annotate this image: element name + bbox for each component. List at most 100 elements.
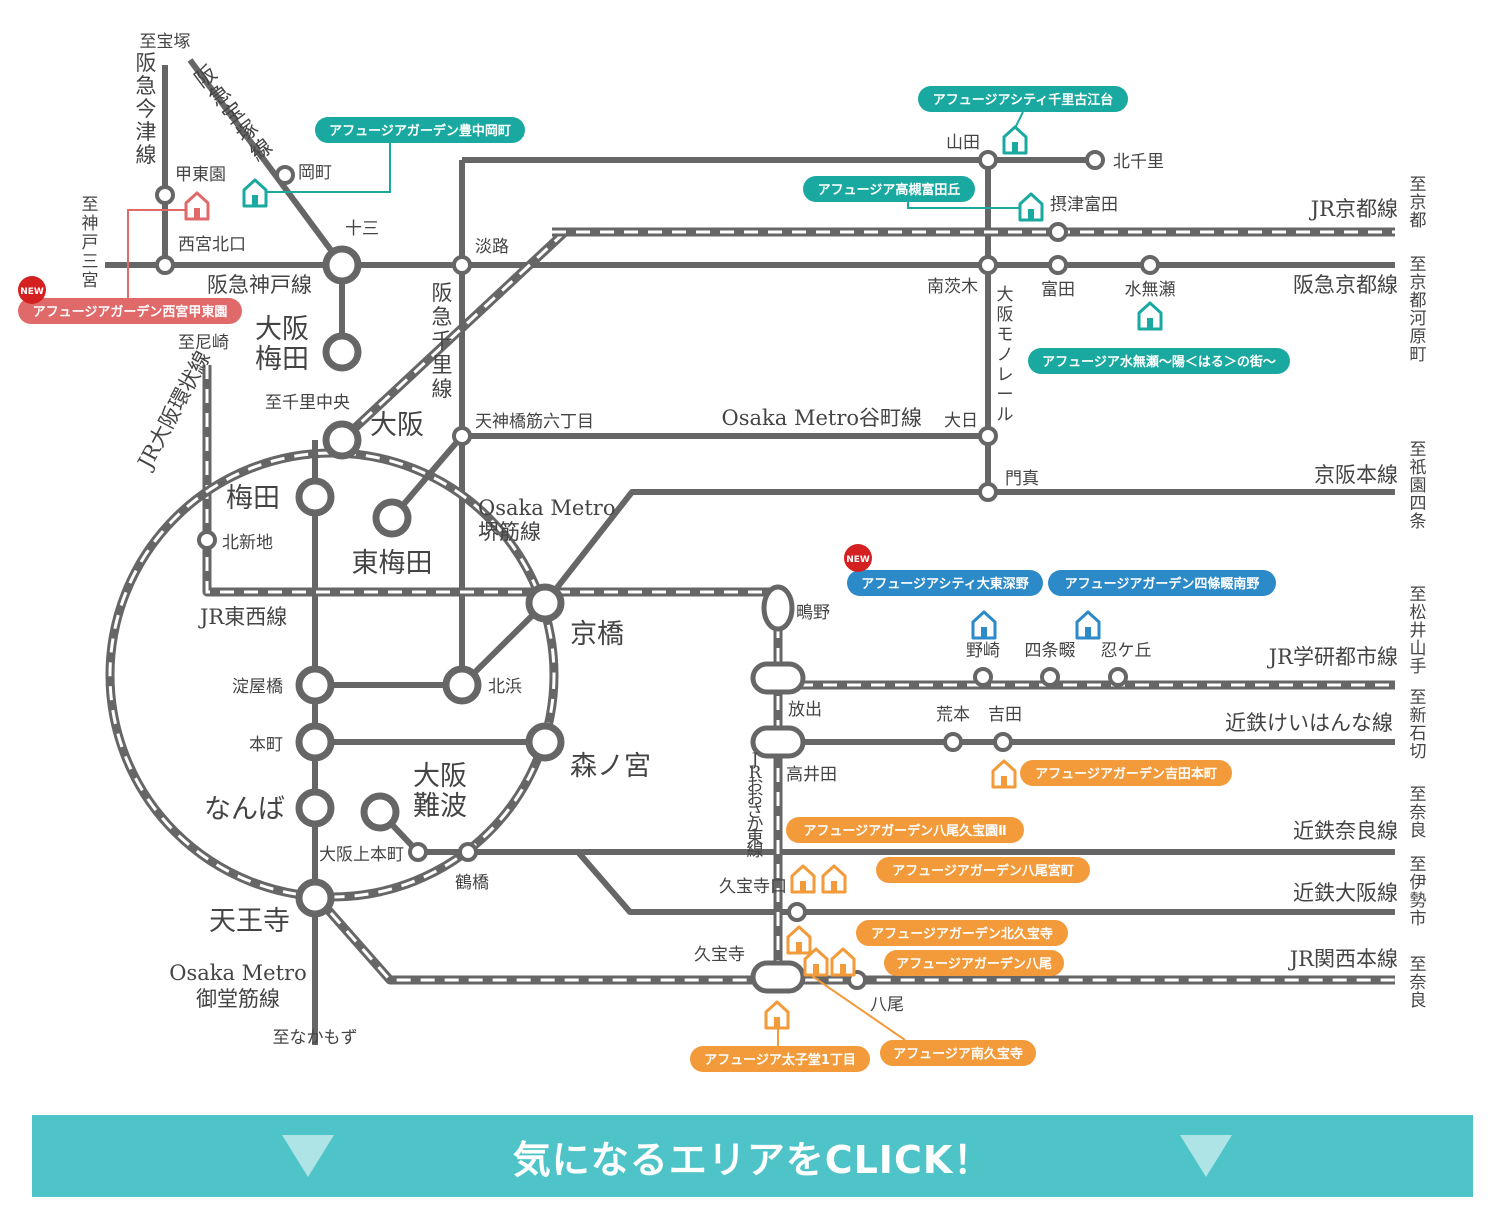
- house-icon[interactable]: [1002, 125, 1028, 155]
- house-door: [194, 208, 200, 219]
- station-uehonmachi: 大阪上本町: [319, 845, 404, 865]
- tennoji-station: [295, 878, 335, 918]
- house-icon[interactable]: [1137, 301, 1163, 331]
- house-icon[interactable]: [821, 864, 847, 894]
- house-door: [813, 964, 819, 975]
- takaida-station: [750, 725, 806, 759]
- terminus-kawaramachi: 至京都河原町: [1410, 255, 1427, 365]
- connector-line: [1014, 111, 1024, 129]
- station-yao: 八尾: [870, 995, 904, 1015]
- umeda-station: [295, 477, 335, 517]
- hankyu-takarazuka-line: [187, 58, 345, 267]
- station-kitasenri: 北千里: [1113, 152, 1164, 172]
- property-daito-fukano[interactable]: アフュージアシティ大東深野: [847, 570, 1043, 596]
- station-shigino: 鴫野: [796, 603, 830, 623]
- house-door: [1147, 318, 1153, 329]
- property-name: アフュージアガーデン吉田本町: [1035, 766, 1217, 782]
- uehonmachi-station: [408, 842, 428, 862]
- house-door: [774, 1017, 780, 1028]
- station-minamiibaraki: 南茨木: [927, 277, 978, 297]
- property-kitakyuhoji[interactable]: アフュージアガーデン北久宝寺: [856, 920, 1068, 946]
- property-shijonawate-minamino[interactable]: アフュージアガーデン四條畷南野: [1048, 570, 1276, 596]
- station-kitashinchi: 北新地: [222, 533, 273, 553]
- okamachi-station: [275, 165, 295, 185]
- line-jr-tozai: JR東西線: [198, 605, 287, 629]
- house-icon[interactable]: [971, 610, 997, 640]
- property-name: アフュージアガーデン八尾久宝園Ⅱ: [803, 823, 1006, 839]
- house-icon[interactable]: [830, 947, 856, 977]
- property-taishido[interactable]: アフュージア太子堂1丁目: [690, 1046, 870, 1072]
- property-label-bg: [803, 176, 975, 202]
- morinomiya-station: [525, 722, 565, 762]
- line-jr-gakkentoshi: JR学研都市線: [1267, 645, 1398, 669]
- minamiibaraki-station: [978, 255, 998, 275]
- tonda-station: [1048, 255, 1068, 275]
- line-jr-kyoto: JR京都線: [1309, 197, 1398, 221]
- station-tennoji: 天王寺: [209, 906, 290, 937]
- property-yao-miyamachi[interactable]: アフュージアガーデン八尾宮町: [876, 857, 1090, 883]
- tenjin-station: [452, 426, 472, 446]
- property-yao-kyuhoen[interactable]: アフュージアガーデン八尾久宝園Ⅱ: [786, 817, 1024, 843]
- house-icon[interactable]: [1018, 192, 1044, 222]
- house-body: [991, 759, 1017, 789]
- line-hankyu-kyoto: 阪急京都線: [1293, 273, 1398, 297]
- property-yao[interactable]: アフュージアガーデン八尾: [884, 950, 1064, 976]
- umeda-hankyu-station: [322, 332, 362, 372]
- property-toyonaka-okamachi[interactable]: アフュージアガーデン豊中岡町: [315, 117, 525, 143]
- station-higashiumeda: 東梅田: [352, 548, 433, 579]
- station-umeda: 梅田: [226, 483, 280, 514]
- shigino-station: [761, 584, 795, 632]
- line-jr-kansai: JR関西本線: [1288, 947, 1398, 971]
- terminus-nara: 至奈良: [1410, 785, 1427, 841]
- station-takaida: 高井田: [786, 765, 837, 785]
- terminus-amagasaki: 至尼崎: [178, 333, 229, 353]
- property-senri-furuedai[interactable]: アフュージアシティ千里古江台: [918, 86, 1128, 112]
- house-icon[interactable]: [764, 1000, 790, 1030]
- kitasenri-station: [1085, 150, 1105, 170]
- yamada-station: [978, 150, 998, 170]
- click-area-button[interactable]: 気になるエリアをCLICK！: [32, 1115, 1473, 1197]
- station-namba: なんば: [204, 794, 285, 825]
- station-kitahama: 北浜: [488, 677, 522, 697]
- line-kintetsu-nara: 近鉄奈良線: [1293, 819, 1398, 843]
- station-kyuhoji: 久宝寺: [694, 945, 745, 965]
- property-yoshida-honmachi[interactable]: アフュージアガーデン吉田本町: [1020, 760, 1232, 786]
- house-icon[interactable]: [803, 947, 829, 977]
- new-badge-text: NEW: [846, 555, 870, 565]
- shijonawate-station: [1040, 667, 1060, 687]
- station-shinobu: 忍ケ丘: [1101, 641, 1152, 661]
- house-body: [1018, 192, 1044, 222]
- terminus-kyoto: 至京都: [1410, 175, 1427, 231]
- station-shijonawate: 四条畷: [1025, 641, 1076, 661]
- house-icon[interactable]: [1075, 610, 1101, 640]
- property-nishinomiya-koutouen[interactable]: アフュージアガーデン西宮甲東園: [18, 298, 242, 324]
- minase-station: [1140, 255, 1160, 275]
- house-body: [764, 1000, 790, 1030]
- kyuhoji-station: [750, 960, 806, 994]
- jr-kyoto-line-a-stripe: [340, 230, 567, 442]
- house-door: [831, 881, 837, 892]
- house-body: [971, 610, 997, 640]
- house-icon[interactable]: [991, 759, 1017, 789]
- keihan-line: [542, 489, 1395, 605]
- house-icon[interactable]: [786, 925, 812, 955]
- house-icon[interactable]: [184, 191, 210, 221]
- station-minase: 水無瀬: [1125, 280, 1176, 300]
- house-icon[interactable]: [242, 178, 268, 208]
- property-name: アフュージア高槻富田丘: [818, 182, 961, 198]
- property-minamikyuhoji[interactable]: アフュージア南久宝寺: [880, 1040, 1036, 1066]
- house-door: [1012, 142, 1018, 153]
- station-umeda-hankyu: 大阪梅田: [255, 314, 309, 375]
- station-settsu: 摂津富田: [1050, 195, 1118, 215]
- house-body: [803, 947, 829, 977]
- property-minase[interactable]: アフュージア水無瀬〜陽＜はる＞の街〜: [1028, 348, 1290, 374]
- property-takatsuki-tondaoka[interactable]: アフュージア高槻富田丘: [803, 176, 975, 202]
- properties[interactable]: アフュージアシティ千里古江台アフュージアガーデン豊中岡町アフュージア高槻富田丘ア…: [18, 86, 1290, 1072]
- settsu-station: [1048, 222, 1068, 242]
- property-label-bg: [690, 1046, 870, 1072]
- house-icon[interactable]: [790, 864, 816, 894]
- station-morinomiya: 森ノ宮: [570, 751, 651, 782]
- house-body: [821, 864, 847, 894]
